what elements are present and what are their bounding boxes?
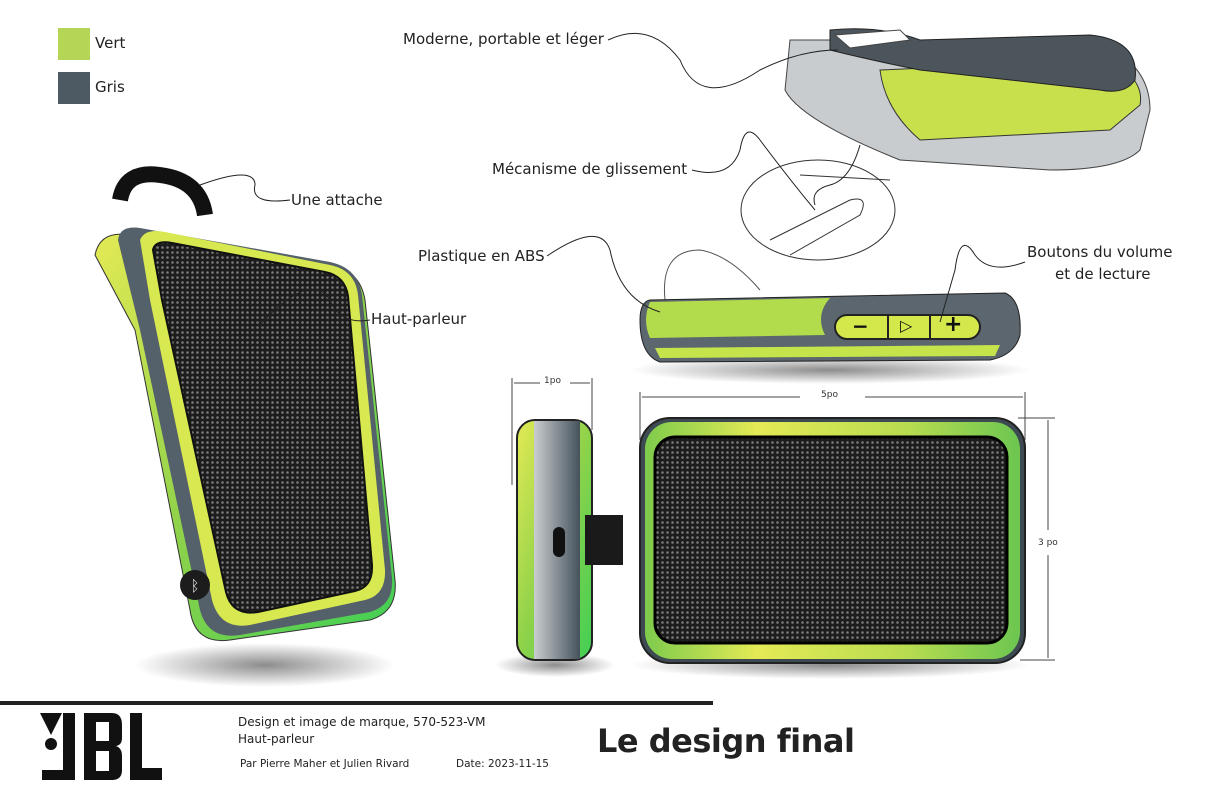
footer-course: Design et image de marque, 570-523-VM [238,715,486,729]
annotation-slide: Mécanisme de glissement [492,160,688,178]
perspective-speaker-illustration [784,28,1151,171]
page-title: Le design final [597,722,855,760]
annotation-buttons-line1: Boutons du volume [1027,243,1173,261]
jbl-logo [40,713,162,780]
legend-swatch-gray [58,72,90,104]
dimension-height: 3 po [1038,538,1058,548]
slide-mechanism-detail [740,159,896,261]
side-view-illustration [630,249,1030,384]
footer-authors: Par Pierre Maher et Julien Rivard [240,758,410,770]
dimension-width: 5po [821,390,838,400]
play-icon: ▷ [900,316,913,335]
volume-down-icon: − [852,314,869,338]
legend-label-gray: Gris [95,78,125,96]
leader-lines [199,32,1026,326]
footer-rule [0,701,713,705]
thin-side-view-illustration [495,419,623,677]
legend-label-green: Vert [95,34,126,52]
annotation-plastic: Plastique en ABS [418,247,545,265]
main-speaker-illustration: ᛒ [94,166,396,687]
annotation-strap: Une attache [291,191,383,209]
button-group [834,314,981,340]
footer-subject: Haut-parleur [238,732,315,746]
annotation-portable: Moderne, portable et léger [403,30,604,48]
annotation-buttons-line2: et de lecture [1055,265,1151,283]
volume-up-icon: + [944,312,963,337]
footer-date: Date: 2023-11-15 [456,758,549,770]
dimension-depth: 1po [544,376,561,386]
bluetooth-icon [180,570,210,600]
dimension-lines [511,378,1055,661]
legend-swatch-green [58,28,90,60]
front-view-illustration [630,417,1030,679]
svg-text:ᛒ: ᛒ [190,577,199,595]
annotation-speaker: Haut-parleur [371,310,467,328]
